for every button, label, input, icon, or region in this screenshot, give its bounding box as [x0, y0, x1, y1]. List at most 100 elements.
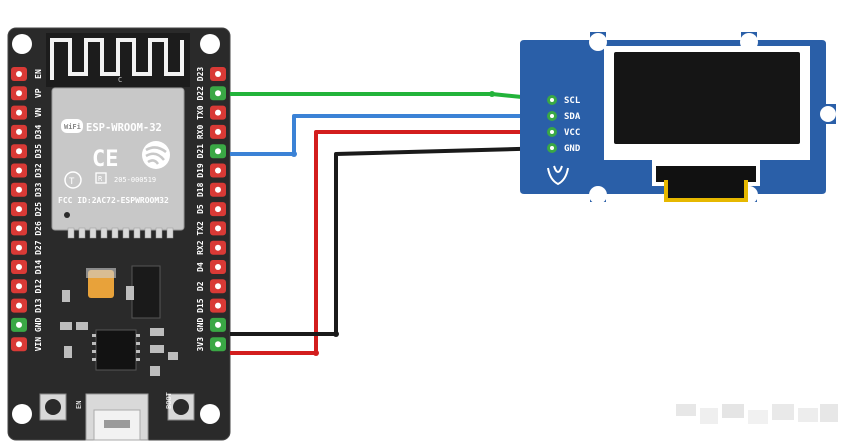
oled-pin-vcc[interactable]: [547, 127, 557, 137]
pin-pad-left-vn[interactable]: [11, 105, 27, 120]
antenna-label: C: [118, 76, 122, 84]
pin-pad-right-d2[interactable]: [210, 279, 226, 294]
grove-logo-icon: [547, 165, 569, 186]
oled-pin-label-scl: SCL: [564, 96, 581, 106]
wires: [230, 91, 553, 356]
pin-label-right-rx2: RX2: [196, 240, 205, 255]
pin-pad-right-d15[interactable]: [210, 298, 226, 313]
oled-pin-scl[interactable]: [547, 95, 557, 105]
pin-pad-left-d14[interactable]: [11, 260, 27, 274]
fcc-id: FCC ID:2AC72-ESPWROOM32: [58, 196, 169, 205]
micro-usb-port[interactable]: [85, 393, 149, 441]
wire-sda[interactable]: [230, 114, 552, 156]
wire-scl[interactable]: [230, 92, 553, 102]
pin-pad-left-d34[interactable]: [11, 124, 27, 139]
mounting-hole: [200, 34, 220, 54]
pin-label-left-gnd: GND: [34, 317, 43, 332]
pin-pad-right-3v3[interactable]: [210, 337, 226, 352]
usb-uart-chip: [95, 329, 137, 371]
boot-button[interactable]: [167, 393, 195, 421]
oled-pin-sda[interactable]: [547, 111, 557, 121]
mounting-hole: [12, 34, 32, 54]
pin-pad-left-d33[interactable]: [11, 182, 27, 197]
oled-pin-label-sda: SDA: [564, 112, 581, 122]
oled-pin-label-vcc: VCC: [564, 128, 580, 138]
pin-pad-left-d27[interactable]: [11, 240, 27, 255]
pin-label-right-d19: D19: [196, 163, 205, 178]
pin-label-left-vp: VP: [34, 88, 43, 98]
oled-module: SCL SDA VCC GND: [520, 32, 836, 204]
pin-pad-left-vin[interactable]: [11, 337, 27, 352]
pin-label-left-d32: D32: [34, 163, 43, 178]
wifi-logo-text: WiFi: [64, 123, 81, 131]
pin-pad-right-d22[interactable]: [210, 86, 226, 101]
pin-label-right-d15: D15: [196, 298, 205, 313]
mounting-hole: [589, 186, 607, 204]
pin-label-left-d33: D33: [34, 182, 43, 197]
pin-label-right-d5: D5: [196, 204, 205, 214]
pin-label-right-3v3: 3V3: [196, 337, 205, 352]
pin-pad-left-d35[interactable]: [11, 144, 27, 159]
pin-label-left-d14: D14: [34, 260, 43, 275]
pin-pad-left-vp[interactable]: [11, 86, 27, 101]
pin-pad-left-d26[interactable]: [11, 221, 27, 236]
pin1-dot: [64, 212, 70, 218]
watermark-blur: [676, 404, 838, 424]
pin-label-left-d26: D26: [34, 221, 43, 236]
pin-pad-left-d25[interactable]: [11, 202, 27, 217]
esp-wroom-module: [52, 88, 184, 230]
cert-icon: T R: [64, 171, 107, 189]
pin-label-right-tx0: TX0: [196, 105, 205, 120]
pin-pad-right-d4[interactable]: [210, 260, 226, 274]
left-pin-header: ENVPVND34D35D32D33D25D26D27D14D12D13GNDV…: [11, 67, 43, 351]
oled-pin-label-gnd: GND: [564, 144, 581, 154]
boot-button-label: BOOT: [165, 391, 173, 409]
wire-vcc[interactable]: [230, 130, 552, 355]
pin-pad-left-d12[interactable]: [11, 279, 27, 294]
pin-label-left-d27: D27: [34, 240, 43, 255]
svg-text:R: R: [98, 175, 103, 183]
wire-gnd[interactable]: [230, 146, 553, 336]
esp32-board: C WiFi ESP-WROOM-32 CE T R 205-000519 FC…: [7, 27, 231, 441]
pin-label-right-rx0: RX0: [196, 124, 205, 139]
mounting-hole: [12, 404, 32, 424]
oled-flex-cable: [656, 166, 756, 182]
pin-label-right-gnd: GND: [196, 317, 205, 332]
pin-label-right-d4: D4: [196, 262, 205, 272]
pin-label-left-vin: VIN: [34, 337, 43, 352]
module-name: ESP-WROOM-32: [86, 122, 162, 134]
pin-pad-left-d32[interactable]: [11, 163, 27, 178]
right-pin-header: D23D22TX0RX0D21D19D18D5TX2RX2D4D2D15GND3…: [196, 67, 226, 352]
pin-pad-right-gnd[interactable]: [210, 317, 226, 332]
cert-code: 205-000519: [114, 176, 156, 184]
voltage-regulator: [131, 265, 161, 319]
pin-pad-right-d21[interactable]: [210, 144, 226, 159]
pin-pad-right-rx0[interactable]: [210, 124, 226, 139]
pin-label-right-d21: D21: [196, 144, 205, 159]
oled-pin-gnd[interactable]: [547, 143, 557, 153]
pin-pad-right-d5[interactable]: [210, 202, 226, 217]
mounting-hole: [200, 404, 220, 424]
pin-pad-right-d19[interactable]: [210, 163, 226, 178]
pin-pad-left-d13[interactable]: [11, 298, 27, 313]
pin-pad-right-rx2[interactable]: [210, 240, 226, 255]
pin-label-right-d2: D2: [196, 281, 205, 291]
pin-pad-left-en[interactable]: [11, 67, 27, 81]
module-pads: [67, 227, 174, 239]
oled-screen: [614, 52, 800, 144]
pin-label-right-d23: D23: [196, 67, 205, 82]
antenna-trace: [50, 38, 184, 80]
pin-pad-right-tx2[interactable]: [210, 221, 226, 236]
pin-pad-right-d18[interactable]: [210, 182, 226, 197]
wifi-logo-icon: WiFi: [61, 119, 83, 133]
pin-label-left-vn: VN: [34, 108, 43, 118]
pin-pad-right-d23[interactable]: [210, 67, 226, 81]
pin-pad-left-gnd[interactable]: [11, 317, 27, 332]
mounting-hole: [589, 33, 607, 51]
espressif-logo-icon: [142, 141, 170, 169]
pin-label-left-d12: D12: [34, 279, 43, 294]
en-button[interactable]: [39, 393, 67, 421]
pin-pad-right-tx0[interactable]: [210, 105, 226, 120]
pin-label-left-d13: D13: [34, 298, 43, 313]
